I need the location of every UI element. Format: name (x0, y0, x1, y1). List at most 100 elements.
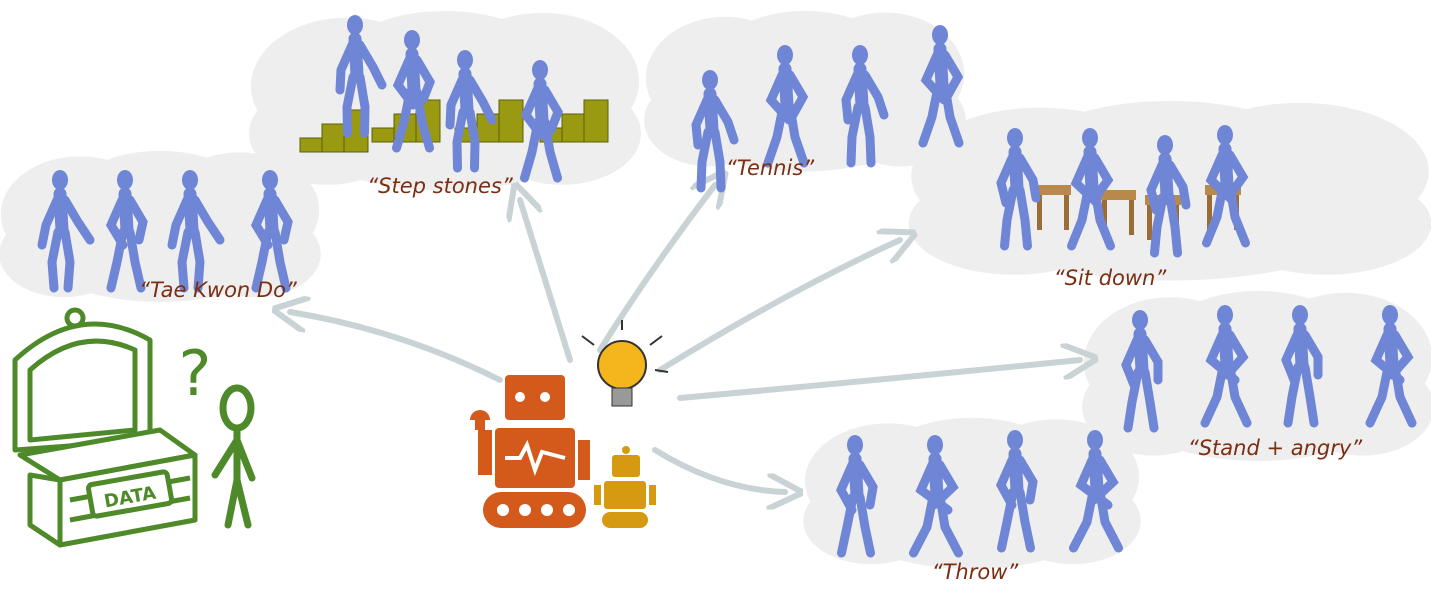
stair-step (321, 123, 347, 153)
figure-legs (763, 102, 809, 168)
figure-legs (918, 82, 964, 148)
figure-arms (335, 40, 387, 95)
figure-arms (1281, 330, 1323, 385)
figure-head (1007, 430, 1023, 450)
humanoid-figure (909, 435, 963, 558)
humanoid-figure (1067, 128, 1115, 251)
humanoid-figure (918, 25, 964, 148)
figure-legs (47, 227, 75, 293)
cloud-puff (339, 10, 551, 114)
cloud-puff (718, 10, 892, 103)
figure-head (404, 30, 420, 50)
stair-step (583, 99, 609, 143)
stair-step (498, 99, 524, 143)
figure-head (1157, 135, 1173, 155)
figure-legs (106, 227, 146, 293)
arrow-to-tennis (597, 185, 715, 353)
figure-legs (1067, 185, 1115, 251)
stair-step (561, 113, 587, 143)
figure-head (1217, 305, 1233, 325)
figure-legs (1202, 182, 1250, 248)
figure-head (1132, 310, 1148, 330)
figure-head (52, 170, 68, 190)
cloud-tennis (644, 10, 966, 172)
humanoid-figure (520, 60, 563, 183)
chair-seat (1100, 190, 1136, 200)
humanoid-figure (1069, 430, 1123, 553)
chair-leg (1102, 200, 1107, 235)
figure-legs (1200, 362, 1252, 428)
humanoid-figure (995, 430, 1038, 553)
figure-head (457, 50, 473, 70)
figure-head (532, 60, 548, 80)
figure-head (1087, 430, 1103, 450)
figure-legs (846, 102, 876, 168)
label-step-stones: “Step stones” (367, 174, 513, 198)
humanoid-figure (1365, 305, 1417, 428)
humanoid-figure (691, 70, 739, 193)
figure-arms (445, 75, 497, 130)
figures (37, 15, 1417, 558)
humanoid-figure (37, 170, 95, 293)
figure-head (932, 25, 948, 45)
figure-legs (1123, 367, 1159, 433)
figure-head (847, 435, 863, 455)
cloud-step-stones (249, 10, 641, 191)
figure-head (117, 170, 133, 190)
figure-legs (520, 117, 562, 183)
humanoid-figure (996, 128, 1041, 251)
humanoid-figure (835, 435, 878, 558)
label-tennis: “Tennis” (725, 156, 815, 180)
humanoid-figure (1121, 310, 1163, 433)
figure-head (1007, 128, 1023, 148)
figure-arms (841, 70, 889, 125)
humanoid-figure (392, 30, 435, 153)
chair-leg (1037, 195, 1042, 230)
humanoid-figure (335, 15, 387, 138)
cloud-puff (803, 477, 940, 565)
chair-leg (1129, 200, 1134, 235)
stair-step (371, 127, 397, 143)
humanoid-figure (445, 50, 497, 173)
humanoid-figure (1202, 125, 1250, 248)
figure-head (347, 15, 363, 35)
cloud-puff (1220, 172, 1431, 275)
figure-legs (1150, 192, 1182, 258)
figure-head (852, 45, 868, 65)
humanoid-figure (167, 170, 225, 293)
figure-head (262, 170, 278, 190)
person-icon (211, 384, 256, 529)
figure-head (182, 170, 198, 190)
figure-legs (997, 487, 1035, 553)
label-tae-kwon-do: “Tae Kwon Do” (139, 278, 297, 302)
figure-head (1217, 125, 1233, 145)
figure-head (1292, 305, 1308, 325)
arrow-to-throw (652, 447, 785, 492)
figure-arms (37, 195, 95, 250)
figure-legs (392, 87, 434, 153)
figure-head (702, 70, 718, 90)
chair-leg (1207, 195, 1212, 230)
figure-head (1382, 305, 1398, 325)
figure-legs (177, 227, 205, 293)
humanoid-figure (105, 170, 148, 293)
figure-arms (1146, 160, 1191, 215)
question-mark: ? (179, 337, 212, 410)
figure-legs (1365, 362, 1417, 428)
chair-leg (1064, 195, 1069, 230)
light-bulb-icon (581, 320, 669, 407)
figure-arms (1121, 335, 1163, 390)
humanoid-figure (763, 45, 809, 168)
humanoid-figure (841, 45, 889, 168)
label-sit-down: “Sit down” (1053, 266, 1167, 290)
humanoid-figure (1200, 305, 1252, 428)
figure-legs (696, 127, 726, 193)
data-chest (12, 307, 198, 548)
arrow-to-step-stones (520, 200, 573, 363)
humanoid-figure (1281, 305, 1323, 428)
figure-arms (691, 95, 739, 150)
humanoid-figure (250, 170, 293, 293)
figure-legs (1069, 487, 1123, 553)
